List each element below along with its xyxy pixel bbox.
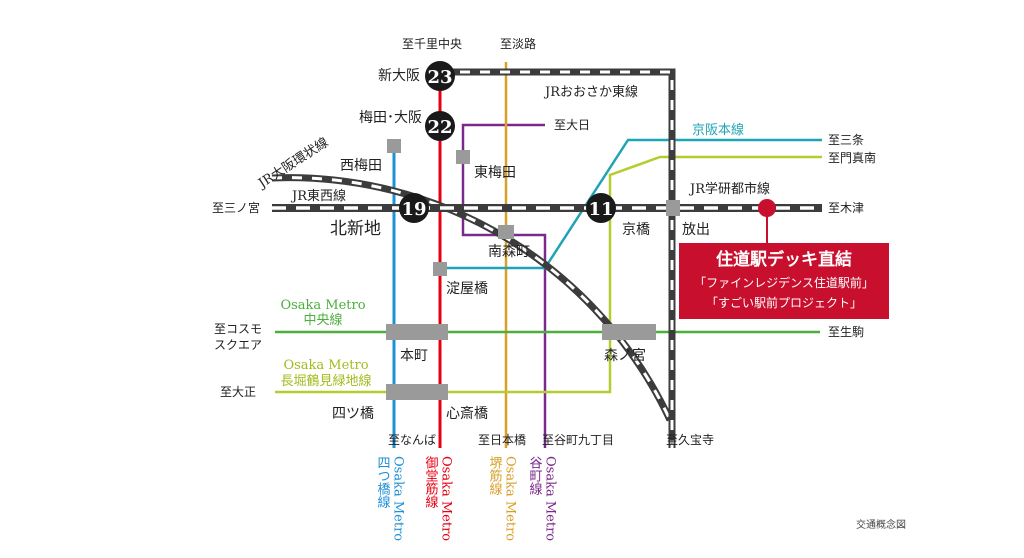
dest-awaji: 至淡路	[500, 36, 536, 51]
label-yodoyabashi: 淀屋橋	[446, 281, 488, 297]
time-circle-umeda: 22	[425, 111, 455, 141]
label-kitashinchi: 北新地	[330, 219, 381, 239]
label-higashi-umeda: 東梅田	[474, 165, 516, 181]
highlight-property: 「ファインレジデンス住道駅前」	[694, 275, 874, 290]
label-hommachi: 本町	[400, 348, 428, 364]
highlight-title: 住道駅デッキ直結	[716, 249, 852, 270]
dest-sanjo: 至三条	[828, 133, 864, 147]
vlabel-tanimachi-1: Osaka Metro	[543, 456, 558, 541]
label-yotsubashi: 四ツ橋	[332, 406, 374, 422]
jr-osaka-higashi-line	[440, 68, 676, 448]
time-kyobashi: 11	[588, 199, 613, 220]
label-gakkentoshi: JR学研都市線	[688, 181, 770, 197]
dest-ikoma: 至生駒	[828, 325, 864, 339]
label-minami-morimachi: 南森町	[488, 244, 530, 260]
time-circle-shin-osaka: 23	[425, 61, 455, 91]
dest-dainichi: 至大日	[554, 118, 590, 132]
vlabel-midosuji-2: 御堂筋線	[423, 456, 439, 508]
vlabel-sakaisuji-1: Osaka Metro	[503, 456, 518, 541]
dest-kizu: 至木津	[828, 201, 864, 215]
label-nishi-umeda: 西梅田	[340, 158, 382, 174]
highlight-project: 「すごい駅前プロジェクト」	[706, 295, 862, 310]
label-shinsaibashi: 心斎橋	[446, 405, 488, 422]
dest-namba: 至なんば	[388, 433, 436, 447]
vlabel-yotsubashi-2: 四つ橋線	[375, 456, 391, 508]
highlight-box: 住道駅デッキ直結 「ファインレジデンス住道駅前」 「すごい駅前プロジェクト」	[679, 243, 889, 319]
label-morinomiya: 森ノ宮	[604, 348, 646, 364]
station-hanaten	[666, 200, 680, 216]
station-morinomiya	[602, 324, 656, 340]
label-keihan: 京阪本線	[692, 122, 744, 138]
dest-taisho: 至大正	[220, 385, 256, 399]
station-nishi-umeda	[387, 139, 401, 153]
label-hanaten: 放出	[682, 222, 710, 238]
dest-kyuhoji: 至久宝寺	[666, 433, 714, 447]
label-nagahori-1: Osaka Metro	[283, 358, 368, 373]
label-umeda-osaka: 梅田･大阪	[359, 110, 422, 126]
dest-cosmo-2: スクエア	[214, 338, 262, 352]
dest-senri-chuo: 至千里中央	[402, 36, 462, 51]
time-umeda: 22	[427, 117, 452, 138]
station-shinsaibashi	[386, 384, 448, 400]
label-chuo-2: 中央線	[303, 312, 342, 328]
station-yodoyabashi	[433, 262, 447, 276]
time-shin-osaka: 23	[427, 67, 452, 88]
map-note: 交通概念図	[856, 518, 906, 531]
time-circle-kitashinchi: 19	[399, 193, 429, 223]
dest-cosmo-1: 至コスモ	[214, 322, 262, 336]
dest-nipponbashi: 至日本橋	[478, 433, 526, 447]
dest-tanimachi9: 至谷町九丁目	[542, 433, 614, 447]
vlabel-yotsubashi-1: Osaka Metro	[391, 456, 406, 541]
station-higashi-umeda	[456, 150, 470, 164]
label-nagahori-2: 長堀鶴見緑地線	[280, 373, 371, 389]
vlabel-tanimachi-2: 谷町線	[527, 456, 543, 495]
nagahori-line	[275, 155, 822, 394]
station-hommachi	[386, 324, 448, 340]
station-minami-morimachi	[498, 225, 514, 239]
label-jr-osaka-higashi: JRおおさか東線	[543, 84, 638, 100]
label-jr-tozai: JR東西線	[290, 188, 346, 204]
vlabel-midosuji-1: Osaka Metro	[439, 456, 454, 541]
label-shin-osaka: 新大阪	[378, 68, 420, 84]
dest-sannomiya: 至三ノ宮	[212, 200, 260, 215]
time-kitashinchi: 19	[401, 199, 426, 220]
dest-kadoma-minami: 至門真南	[828, 150, 876, 165]
vlabel-sakaisuji-2: 堺筋線	[487, 456, 503, 495]
suminodo-marker	[758, 199, 776, 245]
label-kyobashi: 京橋	[622, 222, 650, 238]
label-chuo-1: Osaka Metro	[280, 298, 365, 313]
tanimachi-line	[461, 123, 547, 448]
time-circle-kyobashi: 11	[586, 193, 616, 223]
label-jr-loop: JR大阪環状線	[254, 134, 331, 192]
